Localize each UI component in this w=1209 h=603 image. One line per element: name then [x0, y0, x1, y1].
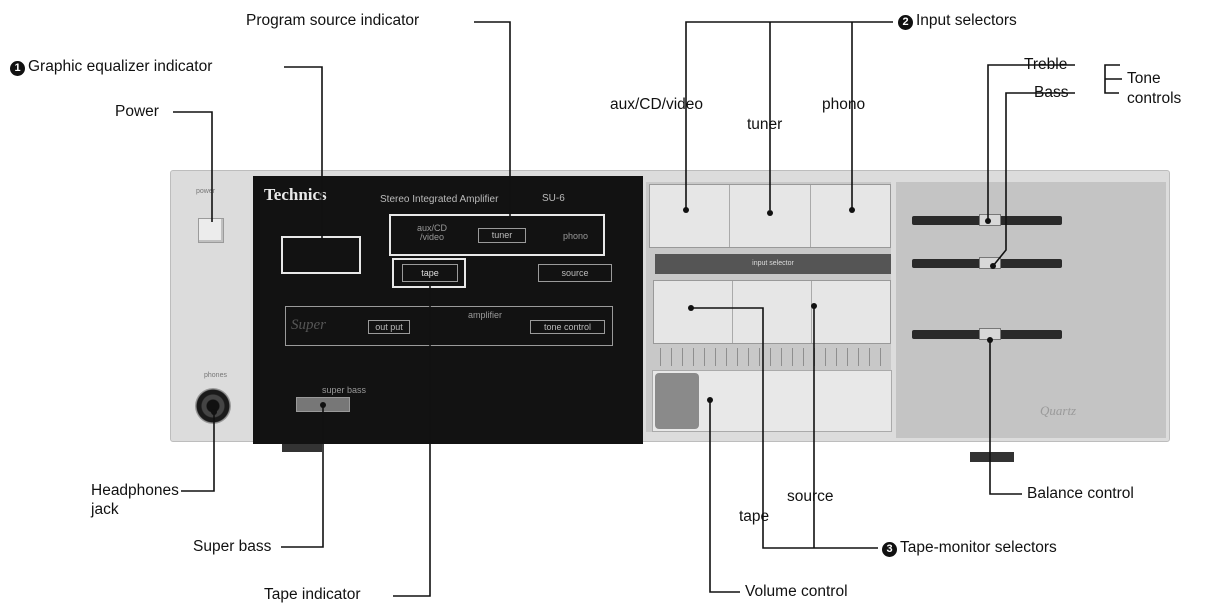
model-code: SU-6 [542, 193, 565, 204]
tuner-leader-dot [767, 210, 773, 216]
headphones-label-line1: Headphones [91, 482, 179, 499]
super-bass-label: Super bass [193, 538, 272, 555]
right-foot [970, 452, 1014, 462]
left-foot [282, 442, 322, 452]
headphones-jack[interactable] [195, 388, 231, 424]
signal-path-frame [285, 306, 613, 346]
volume-scale [660, 348, 890, 366]
tuner-button[interactable] [730, 185, 811, 247]
power-leader [173, 111, 213, 222]
number-1-icon: 1 [10, 61, 25, 76]
source-button[interactable] [733, 281, 812, 343]
tape-indicator-frame [392, 258, 466, 288]
phono-leader-dot [849, 207, 855, 213]
bass-label: Bass [1034, 84, 1069, 101]
super-bass-leader-dot [320, 402, 326, 408]
aux-label: aux/CD/video [610, 96, 704, 113]
input-selectors-leader-aux [685, 21, 893, 210]
phono-label: phono [822, 96, 866, 113]
number-2-icon: 2 [898, 15, 913, 30]
headphones-leader-dot [211, 409, 217, 415]
tape-button[interactable] [654, 281, 733, 343]
volume-leader-dot [707, 397, 713, 403]
balance-label: Balance control [1027, 485, 1134, 502]
super-bass-panel-label: super bass [322, 385, 367, 395]
graphic-equalizer-display [281, 236, 361, 274]
super-bass-leader [281, 405, 324, 548]
tape-monitor-buttons [653, 280, 891, 344]
amplifier-indicator: amplifier [468, 310, 503, 320]
tape-monitor-text: Tape-monitor selectors [900, 539, 1057, 556]
treble-label: Treble [1024, 56, 1068, 73]
output-indicator: out put [368, 320, 410, 334]
tape-indicator-label: Tape indicator [264, 586, 361, 603]
volume-label: Volume control [745, 583, 848, 600]
source-leader-dot [811, 303, 817, 309]
brand-logo: Technics [264, 185, 327, 204]
input-selectors-text: Input selectors [916, 12, 1017, 29]
tone-controls-label-line2: controls [1127, 90, 1182, 107]
power-button[interactable] [198, 218, 224, 243]
input-selector-strip: input selector [655, 254, 891, 274]
phono-indicator: phono [563, 231, 589, 241]
headphones-leader [181, 412, 215, 492]
treble-leader-dot [985, 218, 991, 224]
volume-leader [709, 400, 740, 593]
source-label: source [787, 488, 834, 505]
quartz-logo: Quartz [1040, 403, 1077, 418]
tone-control-indicator: tone control [530, 320, 605, 334]
number-3-icon: 3 [882, 542, 897, 557]
tape-leader-dot [688, 305, 694, 311]
power-label: Power [115, 103, 159, 120]
source-indicator: source [538, 264, 612, 282]
balance-leader [989, 340, 1022, 495]
program-source-label: Program source indicator [246, 12, 420, 29]
program-source-display [389, 214, 605, 256]
headphones-label-line2: jack [91, 501, 119, 518]
balance-leader-dot [987, 337, 993, 343]
aux-indicator: aux/CD /video [416, 223, 447, 242]
tuner-label: tuner [747, 116, 783, 133]
graphic-eq-text: Graphic equalizer indicator [28, 58, 213, 75]
volume-knob[interactable] [655, 373, 699, 429]
tuner-indicator: tuner [478, 228, 526, 243]
super-logo: Super [291, 317, 326, 333]
tape-indicator: tape [402, 264, 458, 282]
bass-leader [992, 92, 1075, 267]
tape-leader [691, 307, 878, 549]
program-source-leader [474, 21, 511, 216]
model-name: Stereo Integrated Amplifier [380, 194, 499, 205]
tone-controls-label-line1: Tone [1127, 70, 1161, 87]
aux-button[interactable] [650, 185, 731, 247]
power-panel-label: power [196, 188, 216, 195]
tape-indicator-leader [393, 286, 431, 597]
tape-label: tape [739, 508, 770, 525]
phones-panel-label: phones [204, 372, 227, 379]
treble-leader [987, 64, 1075, 221]
graphic-eq-leader [284, 66, 323, 240]
bass-leader-dot [990, 263, 996, 269]
aux-leader-dot [683, 207, 689, 213]
